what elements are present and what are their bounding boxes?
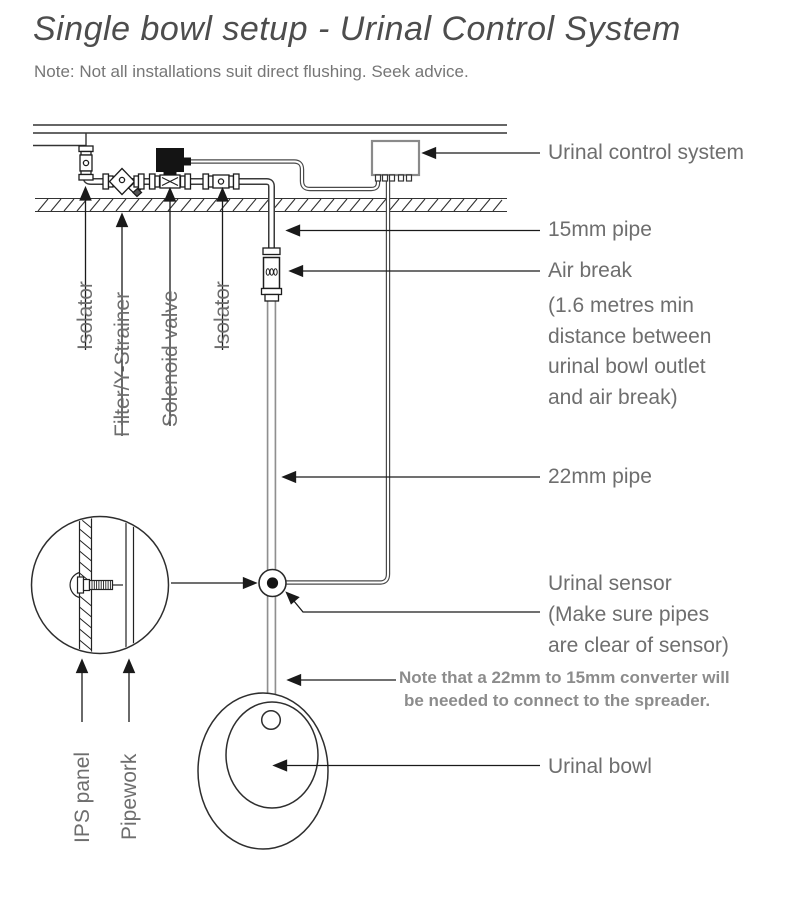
label-urinal-bowl: Urinal bowl <box>548 755 652 778</box>
isolator-valve-2 <box>202 173 240 190</box>
page-title: Single bowl setup - Urinal Control Syste… <box>33 10 681 48</box>
urinal-bowl <box>197 692 329 850</box>
label-15mm-pipe: 15mm pipe <box>548 218 652 241</box>
advice-note: Note: Not all installations suit direct … <box>34 62 469 81</box>
pipework-section <box>125 517 135 653</box>
label-isolator-1: Isolator <box>74 281 97 350</box>
label-isolator-2: Isolator <box>211 281 234 350</box>
ceiling-lines <box>33 124 507 134</box>
solenoid-valve <box>148 148 192 190</box>
air-break <box>260 247 283 302</box>
isolator-valve-1 <box>78 145 94 181</box>
label-urinal-sensor: Urinal sensor <box>548 572 672 595</box>
label-filter-y-strainer: Filter/Y-Strainer <box>110 291 134 437</box>
solenoid-cable <box>190 159 381 192</box>
label-air-break-note-4: and air break) <box>548 385 678 409</box>
spreader-outlet <box>260 709 282 731</box>
sensor-cable <box>285 181 391 585</box>
label-air-break-note-3: urinal bowl outlet <box>548 355 706 378</box>
label-sensor-note-1: (Make sure pipes <box>548 603 710 626</box>
label-converter-note-1: Note that a 22mm to 15mm converter will <box>399 668 730 687</box>
label-solenoid-valve: Solenoid valve <box>158 290 182 427</box>
component-arrows <box>75 185 229 722</box>
detail-circle <box>30 515 170 655</box>
y-strainer <box>102 167 145 198</box>
label-urinal-control-system: Urinal control system <box>548 141 745 164</box>
urinal-sensor <box>258 568 287 598</box>
label-air-break-note-2: distance between <box>548 324 712 348</box>
sensor-fixing-screw <box>69 571 123 599</box>
supply-pipe <box>33 133 87 148</box>
label-22mm-pipe: 22mm pipe <box>548 465 652 488</box>
label-converter-note-2: be needed to connect to the spreader. <box>404 691 711 710</box>
label-ips-panel: IPS panel <box>70 751 94 843</box>
label-air-break-note-1: (1.6 metres min <box>548 294 694 317</box>
label-air-break: Air break <box>548 259 633 282</box>
callout-leaders <box>171 146 540 772</box>
label-pipework: Pipework <box>117 753 141 840</box>
label-sensor-note-2: are clear of sensor) <box>548 634 729 657</box>
control-box <box>370 139 421 182</box>
